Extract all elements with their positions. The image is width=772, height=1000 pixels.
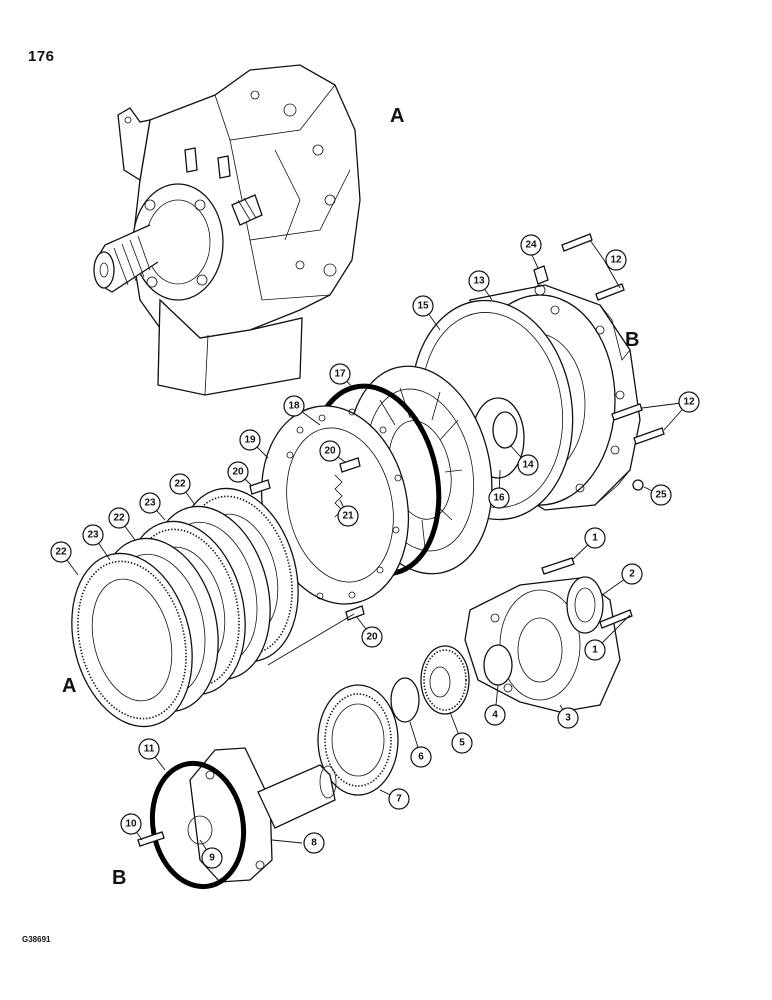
callout-21: 21 bbox=[337, 505, 359, 527]
callout-20: 20 bbox=[361, 626, 383, 648]
svg-text:11: 11 bbox=[144, 744, 155, 755]
svg-text:23: 23 bbox=[144, 498, 156, 509]
svg-text:25: 25 bbox=[655, 490, 667, 501]
svg-text:2: 2 bbox=[629, 569, 635, 580]
svg-text:21: 21 bbox=[342, 511, 354, 522]
callout-23: 23 bbox=[82, 524, 104, 546]
callout-4: 4 bbox=[484, 704, 506, 726]
bolt-10 bbox=[137, 831, 165, 847]
stator-support-8 bbox=[187, 747, 337, 883]
svg-text:3: 3 bbox=[565, 713, 571, 724]
gear-5 bbox=[420, 645, 470, 715]
page-number: 176 bbox=[28, 48, 55, 65]
bolt-1 bbox=[541, 557, 575, 575]
callout-22: 22 bbox=[108, 507, 130, 529]
callout-15: 15 bbox=[412, 295, 434, 317]
seal-2 bbox=[566, 576, 604, 634]
callout-11: 11 bbox=[138, 738, 160, 760]
svg-text:6: 6 bbox=[418, 752, 424, 763]
transmission-assembly bbox=[93, 64, 361, 396]
callout-19: 19 bbox=[239, 429, 261, 451]
callout-18: 18 bbox=[283, 395, 305, 417]
pin-20 bbox=[249, 479, 271, 495]
callout-12: 12 bbox=[605, 249, 627, 271]
callout-7: 7 bbox=[388, 788, 410, 810]
svg-text:9: 9 bbox=[209, 853, 215, 864]
callout-23: 23 bbox=[139, 492, 161, 514]
svg-text:10: 10 bbox=[125, 819, 137, 830]
svg-text:16: 16 bbox=[493, 493, 505, 504]
reference-letter-b: B bbox=[625, 329, 639, 351]
svg-text:23: 23 bbox=[87, 530, 99, 541]
svg-text:8: 8 bbox=[311, 838, 317, 849]
bolt-1 bbox=[599, 609, 633, 629]
callout-6: 6 bbox=[410, 746, 432, 768]
svg-text:5: 5 bbox=[459, 738, 465, 749]
callout-22: 22 bbox=[169, 473, 191, 495]
callout-1: 1 bbox=[584, 527, 606, 549]
svg-text:1: 1 bbox=[592, 645, 598, 656]
pin-20 bbox=[339, 457, 361, 473]
svg-text:12: 12 bbox=[683, 397, 695, 408]
svg-text:20: 20 bbox=[366, 632, 378, 643]
svg-text:22: 22 bbox=[55, 547, 67, 558]
svg-text:20: 20 bbox=[324, 446, 336, 457]
seal-ring-11 bbox=[149, 760, 247, 890]
callout-22: 22 bbox=[50, 541, 72, 563]
callout-5: 5 bbox=[451, 732, 473, 754]
svg-text:24: 24 bbox=[525, 240, 537, 251]
callout-10: 10 bbox=[120, 813, 142, 835]
svg-text:14: 14 bbox=[522, 460, 534, 471]
callout-3: 3 bbox=[557, 707, 579, 729]
callout-20: 20 bbox=[319, 440, 341, 462]
svg-text:4: 4 bbox=[492, 710, 498, 721]
svg-text:19: 19 bbox=[244, 435, 256, 446]
svg-text:13: 13 bbox=[473, 276, 485, 287]
svg-text:22: 22 bbox=[113, 513, 125, 524]
drawing-code: G38691 bbox=[22, 935, 51, 944]
callout-9: 9 bbox=[201, 847, 223, 869]
clutch-pack bbox=[71, 487, 299, 728]
callout-16: 16 bbox=[488, 487, 510, 509]
callout-20: 20 bbox=[227, 461, 249, 483]
reference-letter-a: A bbox=[62, 675, 76, 697]
svg-text:7: 7 bbox=[396, 794, 402, 805]
ring-gear-7 bbox=[317, 684, 399, 796]
callout-2: 2 bbox=[621, 563, 643, 585]
callout-12: 12 bbox=[678, 391, 700, 413]
callout-14: 14 bbox=[517, 454, 539, 476]
bushing-6 bbox=[390, 677, 420, 723]
svg-text:20: 20 bbox=[232, 467, 244, 478]
svg-text:22: 22 bbox=[174, 479, 186, 490]
callout-8: 8 bbox=[303, 832, 325, 854]
svg-text:1: 1 bbox=[592, 533, 598, 544]
callout-1: 1 bbox=[584, 639, 606, 661]
bushing-4 bbox=[483, 644, 513, 686]
callout-25: 25 bbox=[650, 484, 672, 506]
reference-letter-a: A bbox=[390, 105, 404, 127]
callout-24: 24 bbox=[520, 234, 542, 256]
svg-text:15: 15 bbox=[417, 301, 429, 312]
svg-text:17: 17 bbox=[334, 369, 346, 380]
callout-13: 13 bbox=[468, 270, 490, 292]
callout-17: 17 bbox=[329, 363, 351, 385]
pin-20 bbox=[345, 605, 365, 621]
svg-text:18: 18 bbox=[288, 401, 300, 412]
reference-letter-b: B bbox=[112, 867, 126, 889]
svg-text:12: 12 bbox=[610, 255, 622, 266]
seal-16 bbox=[492, 411, 518, 449]
